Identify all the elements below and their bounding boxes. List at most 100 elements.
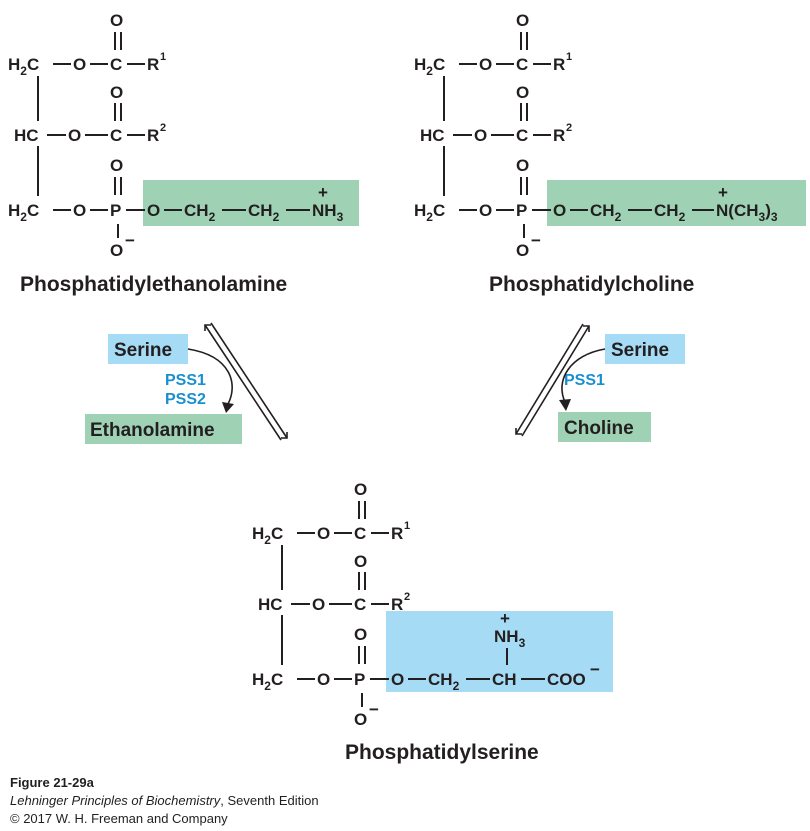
book-title: Lehninger Principles of Biochemistry (10, 793, 221, 808)
svg-text:CH2: CH2 (654, 201, 686, 224)
right-serine-box (605, 334, 685, 364)
copyright: © 2017 W. H. Freeman and Company (10, 811, 228, 826)
svg-text:R: R (147, 55, 159, 74)
ethanolamine-label: Ethanolamine (90, 420, 215, 441)
svg-text:COO: COO (547, 670, 586, 689)
svg-text:O: O (73, 55, 86, 74)
pc-r1-superscript: 1 (566, 51, 572, 63)
phosphatidylcholine-label: Phosphatidylcholine (489, 273, 694, 296)
svg-text:O: O (516, 156, 529, 175)
svg-text:C: C (110, 55, 122, 74)
phosphatidylcholine-structure: H2C O C R 1 O HC O C R 2 O H2C O P O O (414, 11, 806, 260)
svg-text:CH2: CH2 (184, 201, 216, 224)
choline-headgroup-highlight (547, 180, 806, 226)
pe-r2-superscript: 2 (160, 122, 166, 134)
left-curved-arrow (187, 348, 233, 405)
ethanolamine-headgroup-highlight (143, 180, 359, 226)
left-reverse-arrow (204, 324, 282, 441)
svg-text:+: + (718, 183, 728, 202)
svg-text:O: O (147, 201, 160, 220)
svg-text:−: − (125, 231, 135, 250)
svg-text:+: + (318, 183, 328, 202)
right-reverse-arrow (521, 325, 590, 437)
pc-r2-superscript: 2 (566, 122, 572, 134)
svg-text:H2C: H2C (252, 670, 283, 693)
svg-text:NH3: NH3 (494, 627, 526, 650)
svg-text:CH2: CH2 (590, 201, 622, 224)
right-curved-arrowhead (559, 399, 571, 411)
left-reaction: Serine Ethanolamine PSS1 PSS2 (85, 322, 288, 444)
right-curved-arrow (561, 348, 606, 403)
svg-text:O: O (391, 670, 404, 689)
phosphatidylserine-structure: H2C O C R 1 O HC O C R 2 O H2C O P O O (252, 480, 613, 729)
left-forward-arrow (210, 322, 288, 439)
ps-r2-superscript: 2 (404, 591, 410, 603)
right-forward-arrow (515, 323, 584, 435)
svg-text:O: O (516, 241, 529, 260)
left-curved-arrowhead (222, 402, 234, 413)
svg-text:H2C: H2C (252, 524, 283, 547)
right-enzyme-pss1: PSS1 (564, 372, 605, 389)
right-reaction: Serine Choline PSS1 (515, 323, 685, 442)
svg-text:O: O (553, 201, 566, 220)
svg-text:O: O (516, 11, 529, 30)
left-serine-label: Serine (114, 340, 172, 361)
book-credit: Lehninger Principles of Biochemistry, Se… (10, 793, 319, 808)
svg-text:O: O (479, 201, 492, 220)
svg-text:H2C: H2C (8, 201, 39, 224)
svg-text:H2C: H2C (414, 201, 445, 224)
svg-text:C: C (354, 524, 366, 543)
svg-text:O: O (354, 625, 367, 644)
svg-text:HC: HC (14, 126, 39, 145)
svg-text:O: O (110, 83, 123, 102)
svg-text:H2C: H2C (414, 55, 445, 78)
svg-text:C: C (516, 126, 528, 145)
svg-text:−: − (369, 700, 379, 719)
svg-text:O: O (317, 670, 330, 689)
choline-label: Choline (564, 418, 634, 439)
svg-text:O: O (110, 156, 123, 175)
phosphatidylethanolamine-label: Phosphatidylethanolamine (20, 273, 287, 296)
left-serine-box (108, 334, 188, 364)
svg-text:R: R (553, 126, 565, 145)
svg-text:C: C (110, 126, 122, 145)
figure-number: Figure 21-29a (10, 775, 94, 790)
svg-text:HC: HC (420, 126, 445, 145)
svg-text:C: C (354, 595, 366, 614)
svg-text:O: O (516, 83, 529, 102)
ps-r1-superscript: 1 (404, 520, 410, 532)
svg-text:P: P (354, 670, 365, 689)
svg-text:O: O (68, 126, 81, 145)
svg-text:C: C (516, 55, 528, 74)
phosphatidylserine-label: Phosphatidylserine (345, 741, 539, 764)
svg-text:R: R (391, 595, 403, 614)
right-serine-label: Serine (611, 340, 669, 361)
svg-text:+: + (500, 609, 510, 628)
svg-text:O: O (110, 11, 123, 30)
svg-text:R: R (391, 524, 403, 543)
svg-text:O: O (354, 480, 367, 499)
svg-text:O: O (312, 595, 325, 614)
svg-text:HC: HC (258, 595, 283, 614)
svg-text:P: P (110, 201, 121, 220)
svg-text:O: O (474, 126, 487, 145)
left-enzyme-pss1: PSS1 (165, 372, 206, 389)
svg-text:H2C: H2C (8, 55, 39, 78)
svg-text:O: O (73, 201, 86, 220)
svg-text:NH3: NH3 (312, 201, 344, 224)
choline-box (558, 412, 651, 442)
svg-text:O: O (354, 710, 367, 729)
svg-text:CH2: CH2 (428, 670, 460, 693)
left-enzyme-pss2: PSS2 (165, 391, 206, 408)
svg-text:O: O (110, 241, 123, 260)
svg-text:CH2: CH2 (248, 201, 280, 224)
svg-text:R: R (553, 55, 565, 74)
svg-text:R: R (147, 126, 159, 145)
svg-text:CH: CH (492, 670, 517, 689)
svg-text:O: O (479, 55, 492, 74)
book-edition: , Seventh Edition (220, 793, 319, 808)
svg-text:−: − (590, 660, 600, 679)
svg-text:O: O (354, 552, 367, 571)
ethanolamine-box (85, 414, 242, 444)
